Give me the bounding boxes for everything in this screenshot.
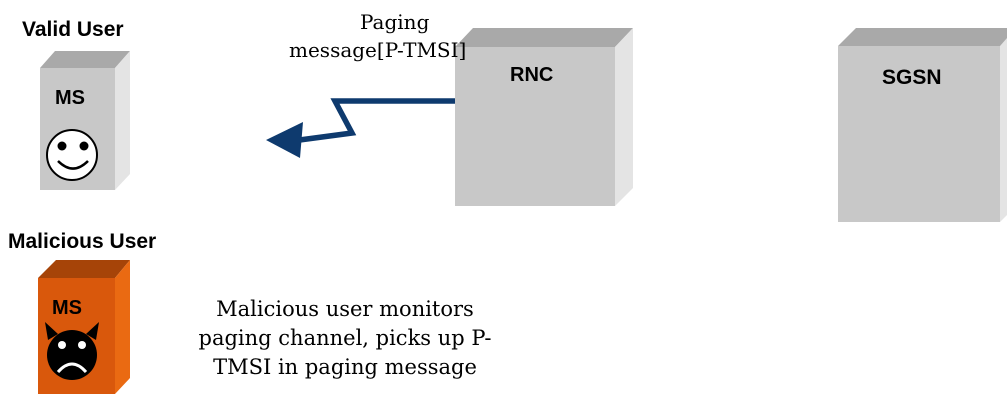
sgsn-label: SGSN: [882, 66, 942, 89]
devil-frown-face-icon: [45, 322, 99, 380]
lightning-arrow-icon: [266, 98, 455, 158]
annotation-line2: paging channel, picks up P-: [198, 326, 492, 350]
valid-user-ms-label: MS: [55, 87, 85, 109]
annotation-line3: TMSI in paging message: [213, 355, 477, 379]
rnc-box: [455, 28, 633, 206]
annotation-line1: Malicious user monitors: [216, 297, 474, 321]
annotation-block: Malicious user monitors paging channel, …: [150, 295, 540, 382]
malicious-user-heading: Malicious User: [8, 230, 157, 253]
sgsn-box: [838, 28, 1007, 222]
smiley-face-icon: [46, 129, 98, 181]
paging-message-line2: message[P-TMSI]: [289, 38, 467, 62]
rnc-label: RNC: [510, 64, 554, 86]
valid-user-heading: Valid User: [22, 18, 124, 41]
malicious-user-ms-label: MS: [52, 297, 82, 319]
paging-message-line1: Paging: [360, 10, 430, 34]
